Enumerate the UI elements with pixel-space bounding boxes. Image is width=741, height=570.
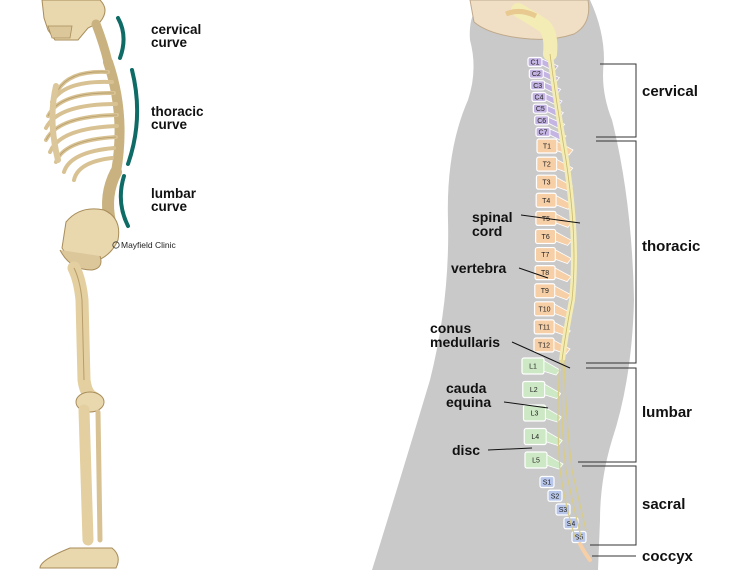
vertebra-label-s1: S1 [543, 480, 552, 487]
cervical-curve-label-line2: curve [151, 35, 188, 50]
vertebra-label-c4: C4 [535, 95, 544, 102]
lumbar-curve-label-line2: curve [151, 199, 188, 214]
region-label-cervical: cervical [642, 83, 698, 100]
vertebra-label-c1: C1 [531, 60, 540, 67]
spinous-process-t9 [554, 285, 572, 301]
vertebra-label-t10: T10 [539, 306, 551, 313]
cervical-curve-marker [116, 16, 126, 60]
vertebra-s1 [539, 475, 555, 489]
vertebra-label-t7: T7 [541, 252, 549, 259]
region-label-lumbar: lumbar [642, 404, 693, 421]
vertebra-label-t3: T3 [542, 180, 550, 187]
thoracic-curve-label-line2: curve [151, 117, 188, 132]
vertebra-label-s5: S5 [575, 535, 584, 542]
cauda-equina-callout-line [503, 401, 549, 409]
spinal-cord-label-line1: spinal [472, 209, 513, 225]
skeleton-thoracic-spine [103, 57, 125, 177]
region-label-sacral: sacral [642, 496, 686, 513]
skeleton-cervical-spine [91, 19, 113, 67]
vertebra-label-s2: S2 [551, 493, 560, 500]
conus-medullaris-label-line1: conus [430, 320, 472, 336]
body-silhouette [372, 0, 634, 570]
vertebra-s2 [547, 489, 563, 502]
vertebra-label-t1: T1 [543, 144, 551, 151]
spinous-process-l2 [544, 383, 562, 399]
region-label-thoracic: thoracic [642, 238, 701, 255]
thoracic-curve-label: thoracic curve [151, 104, 204, 132]
vertebra-label-t5: T5 [542, 216, 550, 223]
coccyx [578, 542, 592, 562]
vertebra-label-l5: L5 [532, 458, 540, 465]
vertebra-label-t8: T8 [541, 270, 549, 277]
lumbar-bracket [578, 367, 637, 463]
tibia [78, 404, 94, 546]
vertebra-label-l4: L4 [531, 434, 539, 441]
vertebra-label-l3: L3 [531, 411, 539, 418]
callout-lines [487, 214, 581, 451]
region-brackets [578, 63, 637, 557]
copyright-icon [112, 241, 120, 249]
vertebra-label-c5: C5 [536, 106, 545, 113]
vertebra-label-c3: C3 [533, 83, 542, 90]
spinous-process-l5 [546, 453, 564, 470]
sternum [49, 83, 61, 163]
thoracic-bracket [586, 140, 637, 364]
thoracic-curve-label-line1: thoracic [151, 104, 204, 119]
vertebra-label-t4: T4 [542, 198, 550, 205]
cauda-equina-label-line1: cauda [446, 380, 487, 396]
disc-label: disc [452, 442, 481, 458]
sacral-bracket [582, 465, 637, 546]
lumbar-curve-marker [118, 174, 130, 228]
vertebra-label-t6: T6 [542, 234, 550, 241]
cauda-equina-label: cauda equina [446, 381, 491, 409]
lumbar-curve-label: lumbar curve [151, 186, 197, 214]
cervical-bracket [596, 63, 637, 138]
vertebra-label-t2: T2 [543, 162, 551, 169]
lumbar-curve-label-line1: lumbar [151, 186, 197, 201]
vertebra-label: vertebra [451, 260, 507, 276]
spinous-process-l1 [543, 359, 561, 376]
conus-medullaris-label-line2: medullaris [430, 334, 501, 350]
spinal-cord-label: spinal cord [472, 210, 512, 238]
vertebra-label-t11: T11 [538, 324, 550, 331]
vertebra-label-t9: T9 [541, 288, 549, 295]
vertebra-label-c7: C7 [539, 130, 548, 137]
spinous-process-t4 [555, 194, 573, 210]
vertebra-label-l2: L2 [530, 387, 538, 394]
spinous-process-t7 [554, 249, 572, 265]
vertebra-callout-line [518, 267, 549, 279]
cauda-equina [557, 359, 587, 541]
disc-callout-line [487, 447, 533, 451]
region-label-coccyx: coccyx [642, 548, 693, 565]
conus-medullaris-callout-line [511, 341, 571, 369]
credit-text: Mayfield Clinic [121, 240, 176, 250]
spinous-process-t8 [554, 267, 572, 283]
conus-medullaris-label: conus medullaris [430, 321, 500, 349]
spinous-process-t6 [555, 231, 573, 246]
cauda-equina-label-line2: equina [446, 394, 492, 410]
spinal-cord-callout-line [520, 214, 581, 224]
thoracic-curve-marker [126, 68, 140, 166]
vertebra-label-l1: L1 [529, 364, 537, 371]
fibula [95, 409, 103, 543]
vertebra-label-c2: C2 [532, 71, 541, 78]
vertebra-label-s3: S3 [559, 507, 568, 514]
vertebra-label-c6: C6 [537, 118, 546, 125]
vertebra-label-t12: T12 [538, 343, 550, 350]
foot [39, 547, 119, 569]
hip-joint [59, 249, 102, 271]
spinal-cord-label-line2: cord [472, 223, 503, 239]
cervical-curve-label: cervical curve [151, 22, 202, 50]
jaw [47, 25, 73, 39]
cervical-curve-label-line1: cervical [151, 22, 202, 37]
